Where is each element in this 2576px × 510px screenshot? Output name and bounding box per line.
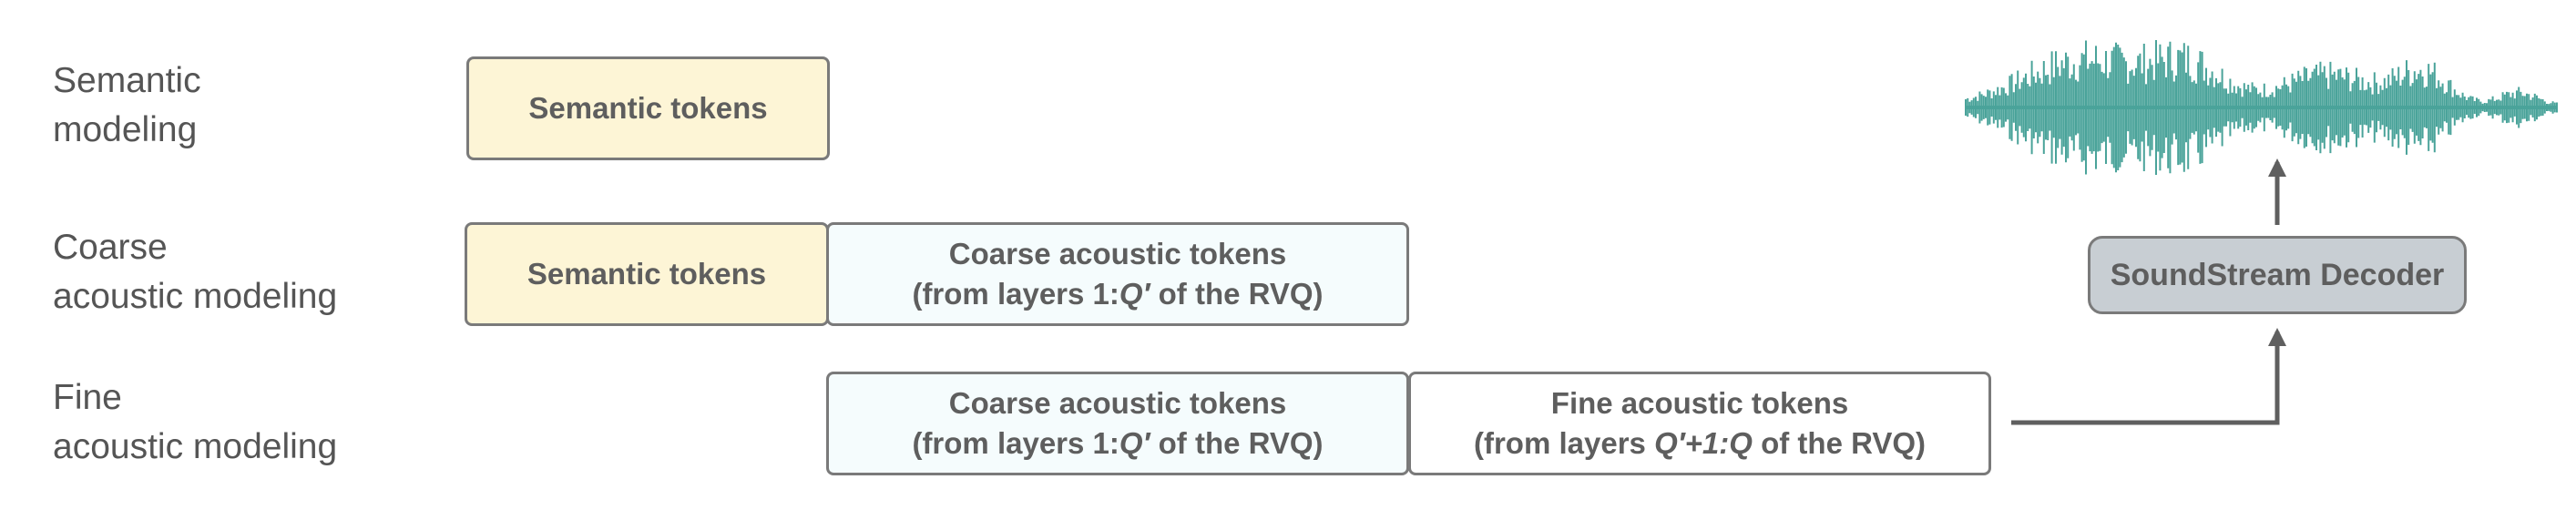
- row-label-semantic-modeling: Semantic modeling: [53, 56, 201, 155]
- coarse-acoustic-tokens-box: Coarse acoustic tokens (from layers 1:Q′…: [826, 372, 1409, 475]
- box-subtitle: (from layers 1:Q′ of the RVQ): [912, 274, 1323, 314]
- box-title: Coarse acoustic tokens: [948, 237, 1287, 270]
- fine-acoustic-tokens-box: Fine acoustic tokens (from layers Q′+1:Q…: [1408, 372, 1991, 475]
- row-label-line: acoustic modeling: [53, 277, 338, 316]
- row-label-coarse-acoustic-modeling: Coarse acoustic modeling: [53, 223, 337, 321]
- subtitle-variable: Q′: [1119, 426, 1150, 460]
- subtitle-suffix: of the RVQ): [1150, 426, 1324, 460]
- audio-waveform-icon: [1965, 40, 2558, 175]
- row-label-line: modeling: [53, 110, 198, 149]
- subtitle-prefix: (from layers 1:: [912, 277, 1119, 311]
- semantic-tokens-box: Semantic tokens: [466, 56, 830, 160]
- box-title: Fine acoustic tokens: [1550, 386, 1849, 420]
- row-label-line: Fine: [53, 378, 122, 417]
- row-label-fine-acoustic-modeling: Fine acoustic modeling: [53, 373, 337, 472]
- subtitle-prefix: (from layers 1:: [912, 426, 1119, 460]
- subtitle-suffix: of the RVQ): [1150, 277, 1324, 311]
- box-subtitle: (from layers 1:Q′ of the RVQ): [912, 423, 1323, 464]
- coarse-acoustic-tokens-box: Coarse acoustic tokens (from layers 1:Q′…: [826, 222, 1409, 326]
- subtitle-variable: Q′: [1119, 277, 1150, 311]
- box-label: Semantic tokens: [526, 257, 767, 291]
- fine-to-decoder-arrow: [2011, 328, 2286, 425]
- row-label-line: Semantic: [53, 61, 201, 100]
- box-label: SoundStream Decoder: [2110, 258, 2445, 292]
- box-subtitle: (from layers Q′+1:Q of the RVQ): [1474, 423, 1926, 464]
- soundstream-decoder-box: SoundStream Decoder: [2088, 236, 2467, 314]
- row-label-line: Coarse: [53, 228, 168, 267]
- subtitle-prefix: (from layers: [1473, 426, 1655, 460]
- subtitle-variable: Q′+1:Q: [1654, 426, 1753, 460]
- subtitle-suffix: of the RVQ): [1752, 426, 1927, 460]
- box-label: Semantic tokens: [528, 91, 768, 125]
- row-label-line: acoustic modeling: [53, 427, 338, 466]
- box-title: Coarse acoustic tokens: [948, 386, 1287, 420]
